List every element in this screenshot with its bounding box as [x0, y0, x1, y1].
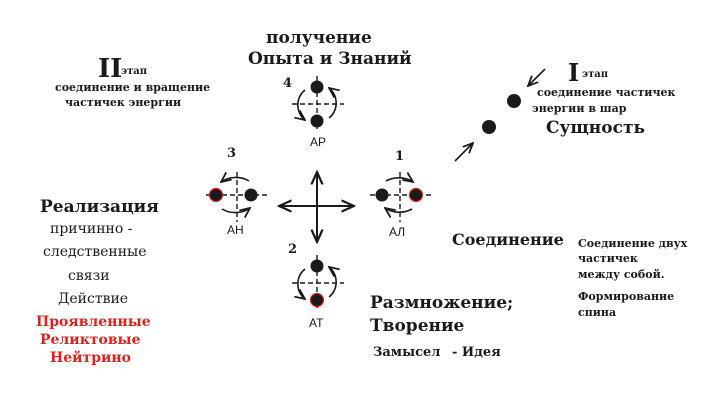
node-2-number: 2	[288, 242, 298, 257]
right-title: Соединение	[452, 230, 564, 249]
stage-1-roman: I	[568, 58, 580, 87]
stage-1-word: этап	[582, 69, 609, 80]
left-red-line2: Реликтовые	[40, 332, 141, 348]
node-1-label: АЛ	[389, 225, 406, 239]
node-2-label: АТ	[309, 316, 324, 330]
bottom-line3-concept: Замысел	[373, 345, 441, 360]
right-line4: Формирование	[578, 290, 675, 303]
right-line1: Соединение двух	[578, 237, 688, 250]
left-line4: Действие	[58, 291, 129, 307]
left-red-line1: Проявленные	[36, 314, 151, 330]
left-red-line3: Нейтрино	[50, 350, 131, 366]
node-3-pair	[206, 172, 268, 222]
stage-1-desc2: энергии в шар	[532, 102, 627, 115]
left-line1: причинно -	[50, 221, 133, 237]
node-4-label: АР	[310, 135, 327, 149]
node-2-pair	[292, 255, 344, 311]
node-3-label: АН	[227, 223, 244, 237]
stage-2-desc1: соединение и вращение	[55, 81, 211, 94]
top-caption-line2: Опыта и Знаний	[248, 49, 412, 69]
left-title: Реализация	[40, 197, 159, 217]
center-cross-arrows	[279, 172, 354, 242]
left-line3: связи	[68, 268, 110, 284]
stage-1-essence: Сущность	[546, 118, 646, 138]
stage-2-desc2: частичек энергии	[65, 96, 182, 109]
bottom-line3-idea: - Идея	[452, 345, 501, 360]
node-1-number: 1	[395, 149, 405, 164]
bottom-line2: Творение	[370, 316, 465, 336]
node-3-number: 3	[227, 146, 237, 161]
left-line2: следственные	[43, 244, 147, 260]
bottom-line1: Размножение;	[370, 293, 514, 313]
stage-1-desc1: соединение частичек	[537, 86, 676, 99]
stage-2-word: этап	[121, 66, 148, 77]
right-line5: спина	[578, 306, 617, 319]
stage-2-roman: II	[98, 54, 123, 84]
node-1-pair	[370, 172, 432, 222]
right-line2: частичек	[578, 252, 638, 265]
node-4-pair	[292, 76, 344, 132]
node-4-number: 4	[283, 76, 293, 91]
stage-1-particles	[454, 68, 546, 162]
top-caption-line1: получение	[266, 28, 372, 48]
right-line3: между собой.	[578, 268, 665, 281]
